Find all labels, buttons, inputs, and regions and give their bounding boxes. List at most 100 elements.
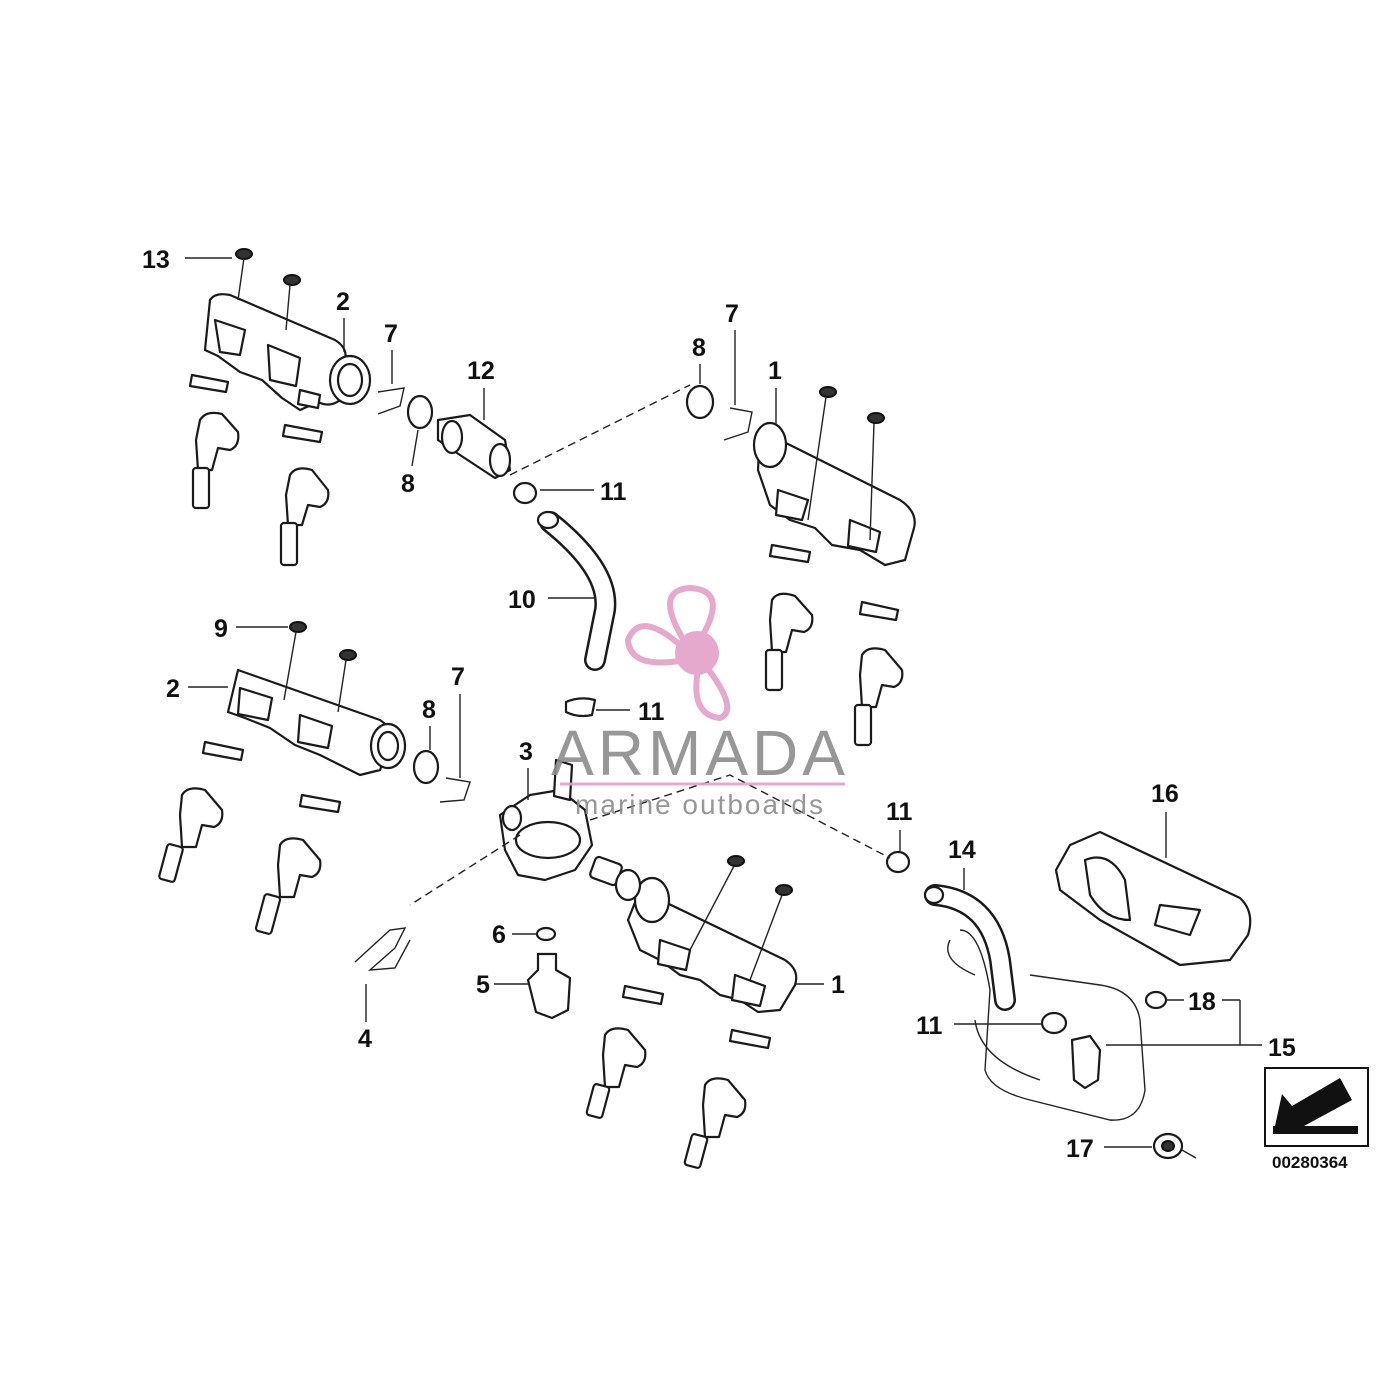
- clamp-11d: [1040, 1011, 1068, 1035]
- callout-11-c: 11: [886, 798, 913, 852]
- callout-8-upper-left: 8: [401, 429, 419, 498]
- callout-label: 8: [401, 470, 415, 498]
- callout-label: 1: [768, 357, 782, 385]
- clip-7b: [723, 407, 753, 441]
- callout-label: 14: [948, 836, 976, 864]
- valve-15: [1070, 1034, 1102, 1090]
- fitting-17: [1152, 1132, 1197, 1160]
- callout-label: 17: [1066, 1135, 1094, 1163]
- hose-10: [536, 510, 617, 671]
- injectors-lower-right: [585, 984, 772, 1169]
- callout-13: 13: [142, 246, 232, 274]
- callout-label: 15: [1268, 1034, 1296, 1062]
- direction-indicator: [1264, 1067, 1369, 1147]
- callout-label: 7: [384, 320, 398, 348]
- callout-label: 10: [508, 586, 536, 614]
- callout-label: 2: [166, 675, 180, 703]
- callout-9: 9: [214, 615, 288, 643]
- assembly-lines: [409, 384, 891, 906]
- propeller-icon: [624, 584, 731, 722]
- bolt-lower-right-2: [749, 884, 793, 981]
- callout-12: 12: [467, 357, 495, 420]
- oring-8a: [406, 394, 434, 430]
- seal-6: [535, 926, 557, 942]
- hose-14: [923, 884, 1016, 1011]
- callout-label: 11: [916, 1012, 943, 1040]
- oring-8d: [614, 868, 642, 902]
- oring-8c: [412, 749, 440, 785]
- callout-8-upper-right: 8: [692, 334, 706, 384]
- bolt-upper-left-2: [283, 274, 301, 331]
- bolt-lower-right-1: [689, 855, 745, 951]
- callout-label: 8: [422, 696, 436, 724]
- callout-18: 18: [1166, 988, 1241, 1045]
- injectors-upper-left: [188, 373, 330, 567]
- callout-4: 4: [358, 984, 372, 1053]
- reference-number: 00280364: [1272, 1153, 1348, 1172]
- callout-label: 5: [476, 971, 490, 999]
- watermark-tagline: marine outboards: [575, 789, 825, 820]
- callout-label: 3: [519, 738, 533, 766]
- callout-11-a: 11: [540, 478, 627, 506]
- bolt-9: [283, 621, 307, 701]
- clip-7a: [377, 387, 405, 415]
- pressure-regulator-3: [498, 758, 594, 882]
- callout-7-upper-left: 7: [384, 320, 398, 384]
- callout-10: 10: [508, 586, 596, 614]
- callout-label: 6: [492, 921, 506, 949]
- oring-8b: [685, 384, 715, 420]
- connector-12: [436, 413, 512, 480]
- callout-1-lower: 1: [796, 971, 845, 999]
- callout-1-upper: 1: [768, 357, 782, 424]
- callout-11-b: 11: [596, 698, 665, 726]
- callout-3: 3: [519, 738, 533, 800]
- callout-label: 9: [214, 615, 228, 643]
- clamp-11a: [512, 481, 538, 505]
- callout-label: 8: [692, 334, 706, 362]
- clip-7c: [439, 777, 471, 803]
- fuel-rail-lower-left: [226, 668, 407, 777]
- clamp-11b: [564, 697, 597, 718]
- fuel-rail-lower-right: [589, 855, 798, 1014]
- callout-label: 11: [600, 478, 627, 506]
- bolt-13: [235, 248, 253, 301]
- callout-7-lower: 7: [451, 663, 465, 778]
- valve-5: [526, 952, 572, 1020]
- oring-18: [1144, 990, 1168, 1010]
- arrow-front-icon: [1273, 1078, 1358, 1134]
- callout-label: 4: [358, 1025, 372, 1053]
- callout-5: 5: [476, 971, 530, 999]
- cover-16: [1054, 830, 1252, 967]
- callout-label: 2: [336, 288, 350, 316]
- bolt-upper-right-2: [867, 412, 885, 541]
- bolt-lower-left-2: [337, 649, 357, 713]
- callout-8-lower: 8: [422, 696, 436, 750]
- callout-17: 17: [1066, 1135, 1152, 1163]
- clamp-11c: [885, 850, 911, 874]
- fuel-rail-upper-left: [203, 293, 372, 412]
- injectors-upper-right: [764, 543, 904, 747]
- injectors-lower-left: [158, 740, 342, 935]
- callout-11-d: 11: [916, 1012, 1042, 1040]
- callout-label: 1: [831, 971, 845, 999]
- callout-label: 7: [725, 300, 739, 328]
- callout-label: 12: [467, 357, 495, 385]
- watermark-brand: ARMADA: [551, 717, 849, 789]
- wire-clip-4: [354, 927, 411, 971]
- callout-7-upper-right: 7: [725, 300, 739, 405]
- callout-label: 11: [886, 798, 913, 826]
- callout-label: 13: [142, 246, 170, 274]
- callout-label: 7: [451, 663, 465, 691]
- callout-label: 18: [1188, 988, 1216, 1016]
- watermark: ARMADA marine outboards: [551, 584, 849, 820]
- callout-label: 16: [1151, 780, 1179, 808]
- callouts: 13 2 7 12 8 7 1 8 11 10 9 2 7 8 11 3 11 …: [142, 246, 1296, 1163]
- callout-14: 14: [948, 836, 976, 890]
- callout-label: 11: [638, 698, 665, 726]
- callout-2-lower: 2: [166, 675, 228, 703]
- hose-loop-15: [947, 929, 1146, 1121]
- bolt-upper-right-1: [807, 386, 837, 521]
- callout-2-upper: 2: [336, 288, 350, 352]
- fuel-rail-upper-right: [752, 421, 916, 567]
